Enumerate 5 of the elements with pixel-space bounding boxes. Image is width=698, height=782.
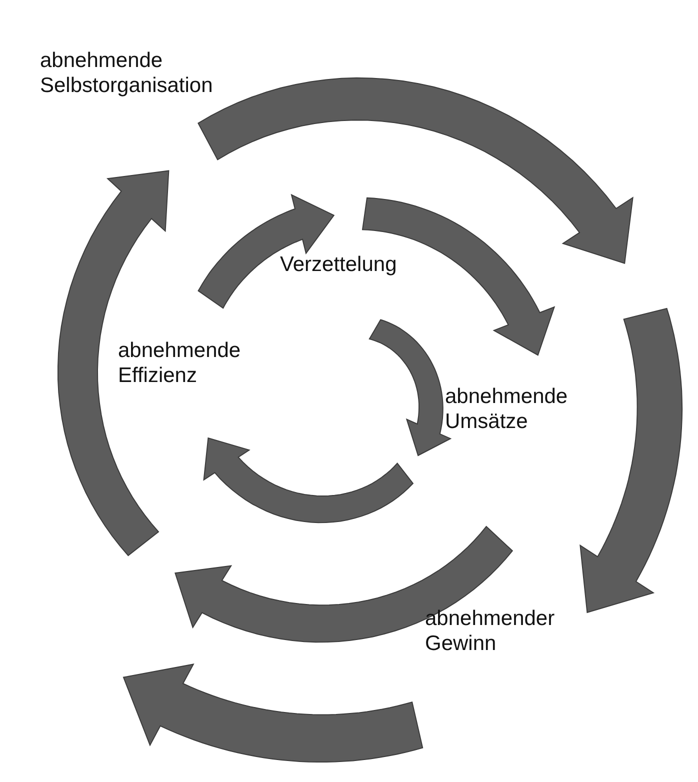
label: abnehmender Gewinn <box>425 606 556 656</box>
label: abnehmende Umsätze <box>445 384 569 434</box>
label: abnehmende Selbstorganisation <box>40 48 214 98</box>
label: Verzettelung <box>280 252 397 277</box>
label: abnehmende Effizienz <box>118 338 242 388</box>
